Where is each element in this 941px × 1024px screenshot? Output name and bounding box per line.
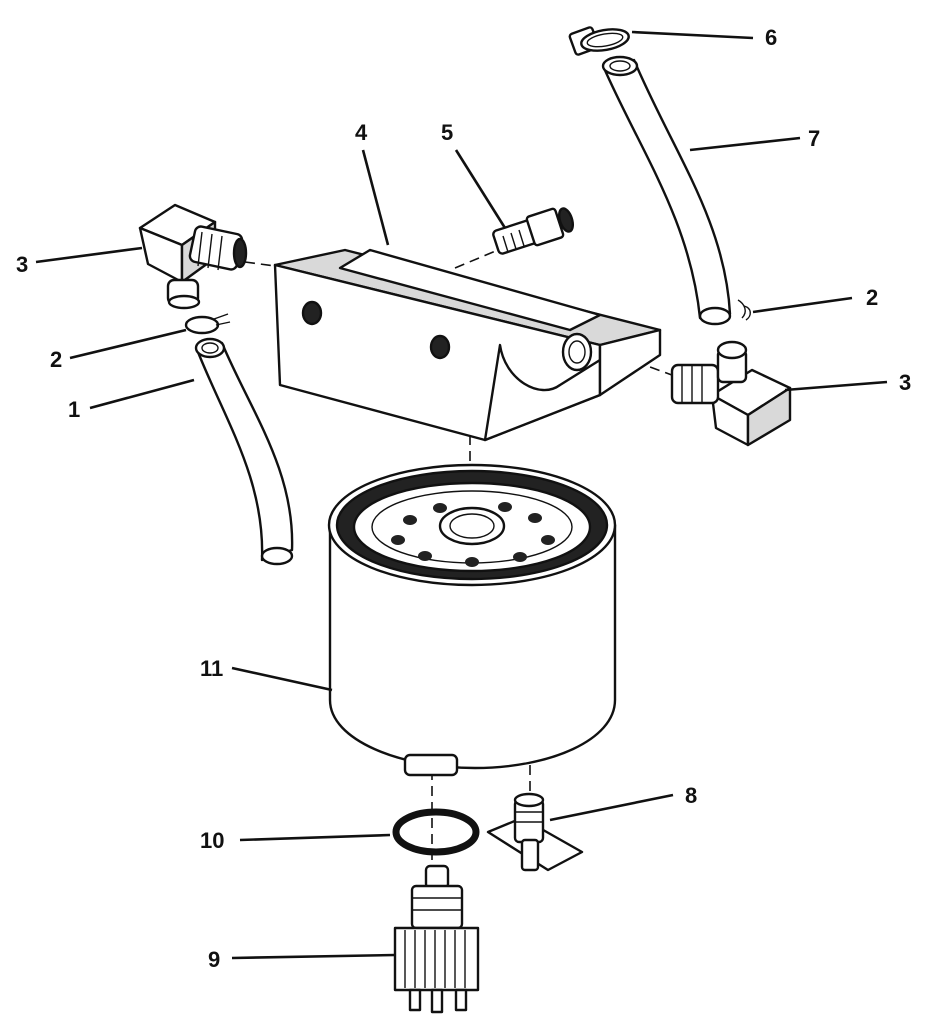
hose-clip-left xyxy=(184,313,231,335)
leader-lines xyxy=(35,30,888,960)
oil-filter xyxy=(327,463,617,777)
callout-4: 4 xyxy=(355,120,368,145)
hose-fitting xyxy=(492,207,575,255)
o-ring xyxy=(392,808,480,856)
mounting-bracket xyxy=(273,248,662,442)
callout-8: 8 xyxy=(685,783,697,808)
callout-3-left: 3 xyxy=(16,252,28,277)
callout-6: 6 xyxy=(765,25,777,50)
temperature-sender xyxy=(486,792,584,872)
callout-3-right: 3 xyxy=(899,370,911,395)
callout-10: 10 xyxy=(200,828,224,853)
callout-7: 7 xyxy=(808,126,820,151)
callout-11: 11 xyxy=(200,656,223,681)
callout-1: 1 xyxy=(68,397,80,422)
pressure-switch xyxy=(393,864,480,1014)
callout-2-left: 2 xyxy=(50,347,62,372)
hose-right xyxy=(601,55,732,326)
callout-5: 5 xyxy=(441,120,453,145)
callout-2-right: 2 xyxy=(866,285,878,310)
elbow-fitting-right xyxy=(670,340,792,447)
hose-clamp xyxy=(568,26,630,56)
elbow-fitting-left xyxy=(138,203,248,310)
callout-9: 9 xyxy=(208,947,220,972)
hose-clip-right xyxy=(737,299,751,321)
hose-left xyxy=(194,337,294,566)
callout-labels: 3 2 1 4 5 6 7 2 3 11 10 8 9 xyxy=(16,25,911,972)
